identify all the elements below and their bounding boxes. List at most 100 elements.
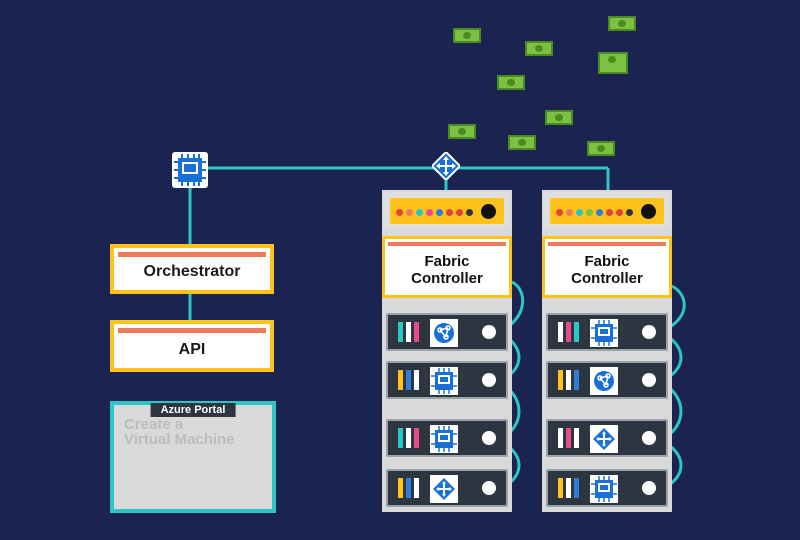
indicator-bar — [406, 428, 411, 448]
rack-top-panel — [544, 192, 670, 228]
indicator-bar — [398, 428, 403, 448]
indicator-bar — [558, 322, 563, 342]
server-knob — [642, 373, 656, 387]
status-light — [436, 209, 443, 216]
status-light — [466, 209, 473, 216]
portal-line-2: Virtual Machine — [124, 431, 235, 448]
indicator-bar — [414, 428, 419, 448]
network-node — [430, 150, 462, 182]
globe-icon — [430, 319, 458, 347]
money-bill — [508, 135, 536, 150]
server-unit — [546, 313, 668, 351]
money-bill — [545, 110, 573, 125]
status-light — [576, 209, 583, 216]
api-strip — [118, 328, 266, 333]
network-icon — [430, 150, 462, 182]
server-unit — [546, 361, 668, 399]
fabric-controller-line-1: Fabric — [584, 253, 630, 270]
orchestrator-box: Orchestrator — [110, 244, 274, 294]
fabric-controller-label: Fabric Controller — [545, 253, 669, 287]
indicator-bar — [398, 478, 403, 498]
chip-icon — [590, 319, 618, 347]
server-knob — [642, 325, 656, 339]
orchestrator-strip — [118, 252, 266, 257]
indicator-bar — [566, 370, 571, 390]
money-bill — [525, 41, 553, 56]
server-unit — [386, 469, 508, 507]
indicator-bar — [566, 478, 571, 498]
indicator-bar — [574, 428, 579, 448]
fabric-controller-1: Fabric Controller — [382, 236, 512, 298]
globe-icon — [590, 367, 618, 395]
chip-icon — [430, 425, 458, 453]
server-unit — [546, 419, 668, 457]
fabric-controller-line-2: Controller — [571, 270, 643, 287]
power-indicator — [481, 204, 496, 219]
money-bill — [608, 16, 636, 31]
status-light — [556, 209, 563, 216]
fabric-controller-label: Fabric Controller — [385, 253, 509, 287]
chip-icon — [174, 154, 206, 186]
fabric-controller-2: Fabric Controller — [542, 236, 672, 298]
status-light — [626, 209, 633, 216]
indicator-bar — [574, 322, 579, 342]
status-light — [416, 209, 423, 216]
server-rack-1: Fabric Controller — [382, 190, 512, 512]
server-knob — [482, 431, 496, 445]
server-rack-2: Fabric Controller — [542, 190, 672, 512]
status-light — [426, 209, 433, 216]
api-box: API — [110, 320, 274, 372]
server-unit — [386, 419, 508, 457]
indicator-bar — [558, 370, 563, 390]
indicator-bar — [574, 370, 579, 390]
api-label: API — [178, 341, 206, 358]
fabric-controller-strip — [388, 242, 506, 246]
server-knob — [642, 481, 656, 495]
fabric-controller-strip — [548, 242, 666, 246]
money-bill — [598, 52, 628, 74]
network-icon — [430, 475, 458, 503]
indicator-bar — [574, 478, 579, 498]
azure-portal-window: Azure Portal Create a Virtual Machine — [110, 401, 276, 513]
portal-line-1: Create a — [124, 416, 184, 433]
server-knob — [642, 431, 656, 445]
status-light — [596, 209, 603, 216]
money-bill — [497, 75, 525, 90]
indicator-bar — [558, 428, 563, 448]
indicator-bar — [414, 478, 419, 498]
portal-create-text: Create a Virtual Machine — [124, 417, 235, 447]
power-indicator — [641, 204, 656, 219]
indicator-bar — [566, 322, 571, 342]
indicator-bar — [406, 322, 411, 342]
server-unit — [546, 469, 668, 507]
status-light — [616, 209, 623, 216]
indicator-bar — [414, 370, 419, 390]
fabric-controller-line-1: Fabric — [424, 253, 470, 270]
orchestrator-label: Orchestrator — [143, 263, 241, 280]
server-knob — [482, 325, 496, 339]
money-bill — [453, 28, 481, 43]
indicator-bar — [406, 478, 411, 498]
azure-portal-tab: Azure Portal — [150, 403, 236, 417]
indicator-bar — [406, 370, 411, 390]
server-unit — [386, 361, 508, 399]
server-knob — [482, 373, 496, 387]
money-bill — [587, 141, 615, 156]
fabric-controller-line-2: Controller — [411, 270, 483, 287]
status-light — [396, 209, 403, 216]
indicator-bar — [414, 322, 419, 342]
indicator-bar — [398, 370, 403, 390]
status-light — [566, 209, 573, 216]
status-light — [456, 209, 463, 216]
indicator-bar — [566, 428, 571, 448]
chip-icon — [430, 367, 458, 395]
indicator-bar — [558, 478, 563, 498]
money-bill — [448, 124, 476, 139]
status-light — [586, 209, 593, 216]
network-icon — [590, 425, 618, 453]
status-light — [446, 209, 453, 216]
rack-top-panel — [384, 192, 510, 228]
indicator-bar — [398, 322, 403, 342]
chip-node — [172, 152, 208, 188]
server-unit — [386, 313, 508, 351]
